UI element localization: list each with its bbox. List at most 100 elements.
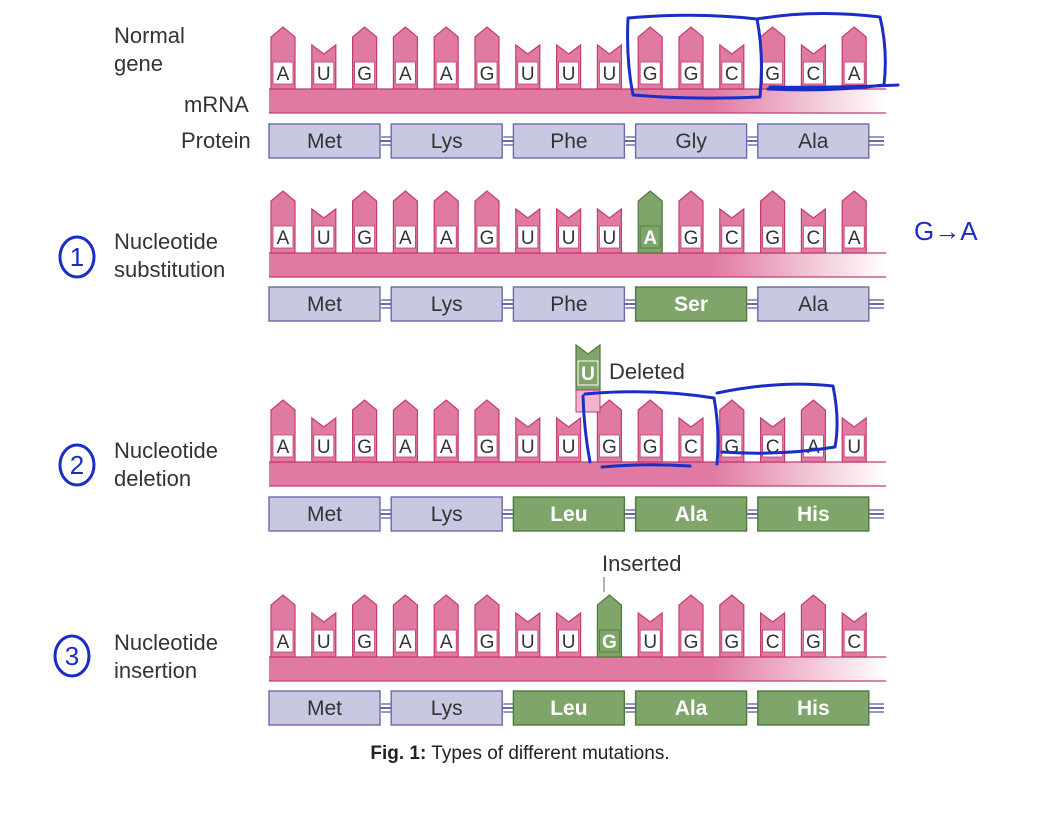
nucleotide-letter: C	[807, 228, 821, 249]
mrna-label: mRNA	[184, 92, 249, 117]
codon-box-annotation	[715, 382, 839, 455]
nucleotide-letter-box	[354, 629, 376, 653]
amino-acid-label: Ser	[674, 293, 708, 316]
nucleotide-letter: G	[724, 437, 739, 458]
nucleotide-letter-box	[680, 434, 702, 458]
amino-acid-box	[757, 286, 870, 322]
nucleotide-letter-box	[599, 225, 620, 249]
figure-caption: Fig. 1: Types of different mutations.	[0, 743, 1040, 765]
codon-box-annotation	[581, 390, 720, 469]
nucleotide-letter-box	[558, 434, 579, 458]
amino-acid-box	[390, 496, 503, 532]
nucleotide-letter: C	[847, 632, 861, 653]
nucleotide-letter-box	[680, 61, 702, 85]
nucleotide-letter: U	[317, 437, 331, 458]
nucleotide-letter: A	[440, 64, 453, 85]
amino-acid-box	[634, 690, 748, 726]
amino-acid-box	[390, 690, 503, 726]
nucleotide-letter-box	[639, 629, 661, 653]
nucleotide-letter-box	[394, 434, 416, 458]
amino-acid-box	[512, 496, 626, 532]
insertion-label: insertion	[114, 658, 197, 683]
nucleotide-letter: A	[807, 437, 820, 458]
nucleotide-letter-box	[803, 629, 824, 653]
nucleotide-letter: G	[357, 632, 372, 653]
nucleotide-letter: A	[440, 437, 453, 458]
nucleotide-letter: C	[725, 64, 739, 85]
circled-number: 1	[70, 242, 84, 272]
nucleotide-letter-box	[599, 61, 620, 85]
nucleotide-letter: U	[317, 632, 331, 653]
nucleotide-letter: U	[603, 64, 617, 85]
amino-acid-box	[512, 286, 626, 322]
nucleotide-letter: U	[562, 437, 576, 458]
amino-acid-box	[634, 123, 748, 159]
nucleotide-letter: A	[277, 64, 290, 85]
amino-acid-label: Phe	[550, 293, 587, 316]
nucleotide-letter-box	[476, 61, 498, 85]
nucleotide-letter-box	[517, 61, 539, 85]
amino-acid-box	[512, 690, 626, 726]
nucleotide-letter-box	[680, 225, 702, 249]
nucleotide-letter-box	[721, 225, 743, 249]
nucleotide-letter-box	[313, 434, 335, 458]
nucleotide-letter-box	[517, 225, 539, 249]
amino-acid-label: Met	[307, 503, 342, 526]
nucleotide-letter: C	[766, 632, 780, 653]
nucleotide-letter-box	[435, 225, 457, 249]
nucleotide-letter: U	[317, 228, 331, 249]
nucleotide-letter: G	[357, 64, 372, 85]
nucleotide-letter: A	[399, 632, 412, 653]
amino-acid-box	[268, 690, 381, 726]
deleted-letter-box	[577, 360, 599, 386]
nucleotide-letter-box	[762, 629, 783, 653]
nucleotide-letter-box	[435, 629, 457, 653]
amino-acid-box	[757, 690, 870, 726]
amino-acid-label: Met	[307, 293, 342, 316]
amino-acid-box	[390, 123, 503, 159]
nucleotide-letter-box	[476, 434, 498, 458]
nucleotide-letter-box	[803, 61, 824, 85]
nucleotide-letter-box	[558, 225, 579, 249]
nucleotide-letter: A	[848, 64, 861, 85]
substitution-note: G→A	[914, 216, 978, 246]
nucleotide-letter: C	[684, 437, 698, 458]
nucleotide-letter: U	[521, 64, 535, 85]
nucleotide-letter: U	[603, 228, 617, 249]
normal-gene-label: Normal	[114, 23, 185, 48]
nucleotide-letter: C	[766, 437, 780, 458]
amino-acid-box	[390, 286, 503, 322]
amino-acid-box	[757, 123, 870, 159]
nucleotide-letter: A	[399, 228, 412, 249]
nucleotide-letter-box	[639, 61, 661, 85]
nucleotide-letter-box	[354, 434, 376, 458]
nucleotide-letter-box	[272, 225, 294, 249]
inserted-label: Inserted	[602, 551, 682, 576]
nucleotide-letter: U	[562, 64, 576, 85]
amino-acid-box	[757, 496, 870, 532]
nucleotide-letter: A	[643, 228, 657, 249]
nucleotide-letter-box	[843, 434, 865, 458]
amino-acid-label: Ala	[675, 503, 708, 526]
amino-acid-label: Ala	[675, 697, 708, 720]
nucleotide-letter: A	[399, 64, 412, 85]
amino-acid-label: Met	[307, 697, 342, 720]
nucleotide-letter-box	[476, 225, 498, 249]
nucleotide-letter: U	[521, 437, 535, 458]
nucleotide-letter-box	[313, 629, 335, 653]
circled-number-ring	[58, 235, 96, 279]
circled-number: 2	[70, 450, 84, 480]
nucleotide-letter-box	[803, 225, 824, 249]
nucleotide-letter: U	[521, 632, 535, 653]
amino-acid-label: Gly	[675, 130, 707, 153]
deleted-letter: U	[581, 364, 595, 385]
nucleotide-letter: G	[480, 64, 495, 85]
amino-acid-label: Ala	[798, 130, 829, 153]
nucleotide-letter-box	[517, 629, 539, 653]
amino-acid-label: Lys	[431, 293, 463, 316]
amino-acid-label: Ala	[798, 293, 829, 316]
amino-acid-label: Lys	[431, 697, 463, 720]
nucleotide-letter: G	[480, 632, 495, 653]
